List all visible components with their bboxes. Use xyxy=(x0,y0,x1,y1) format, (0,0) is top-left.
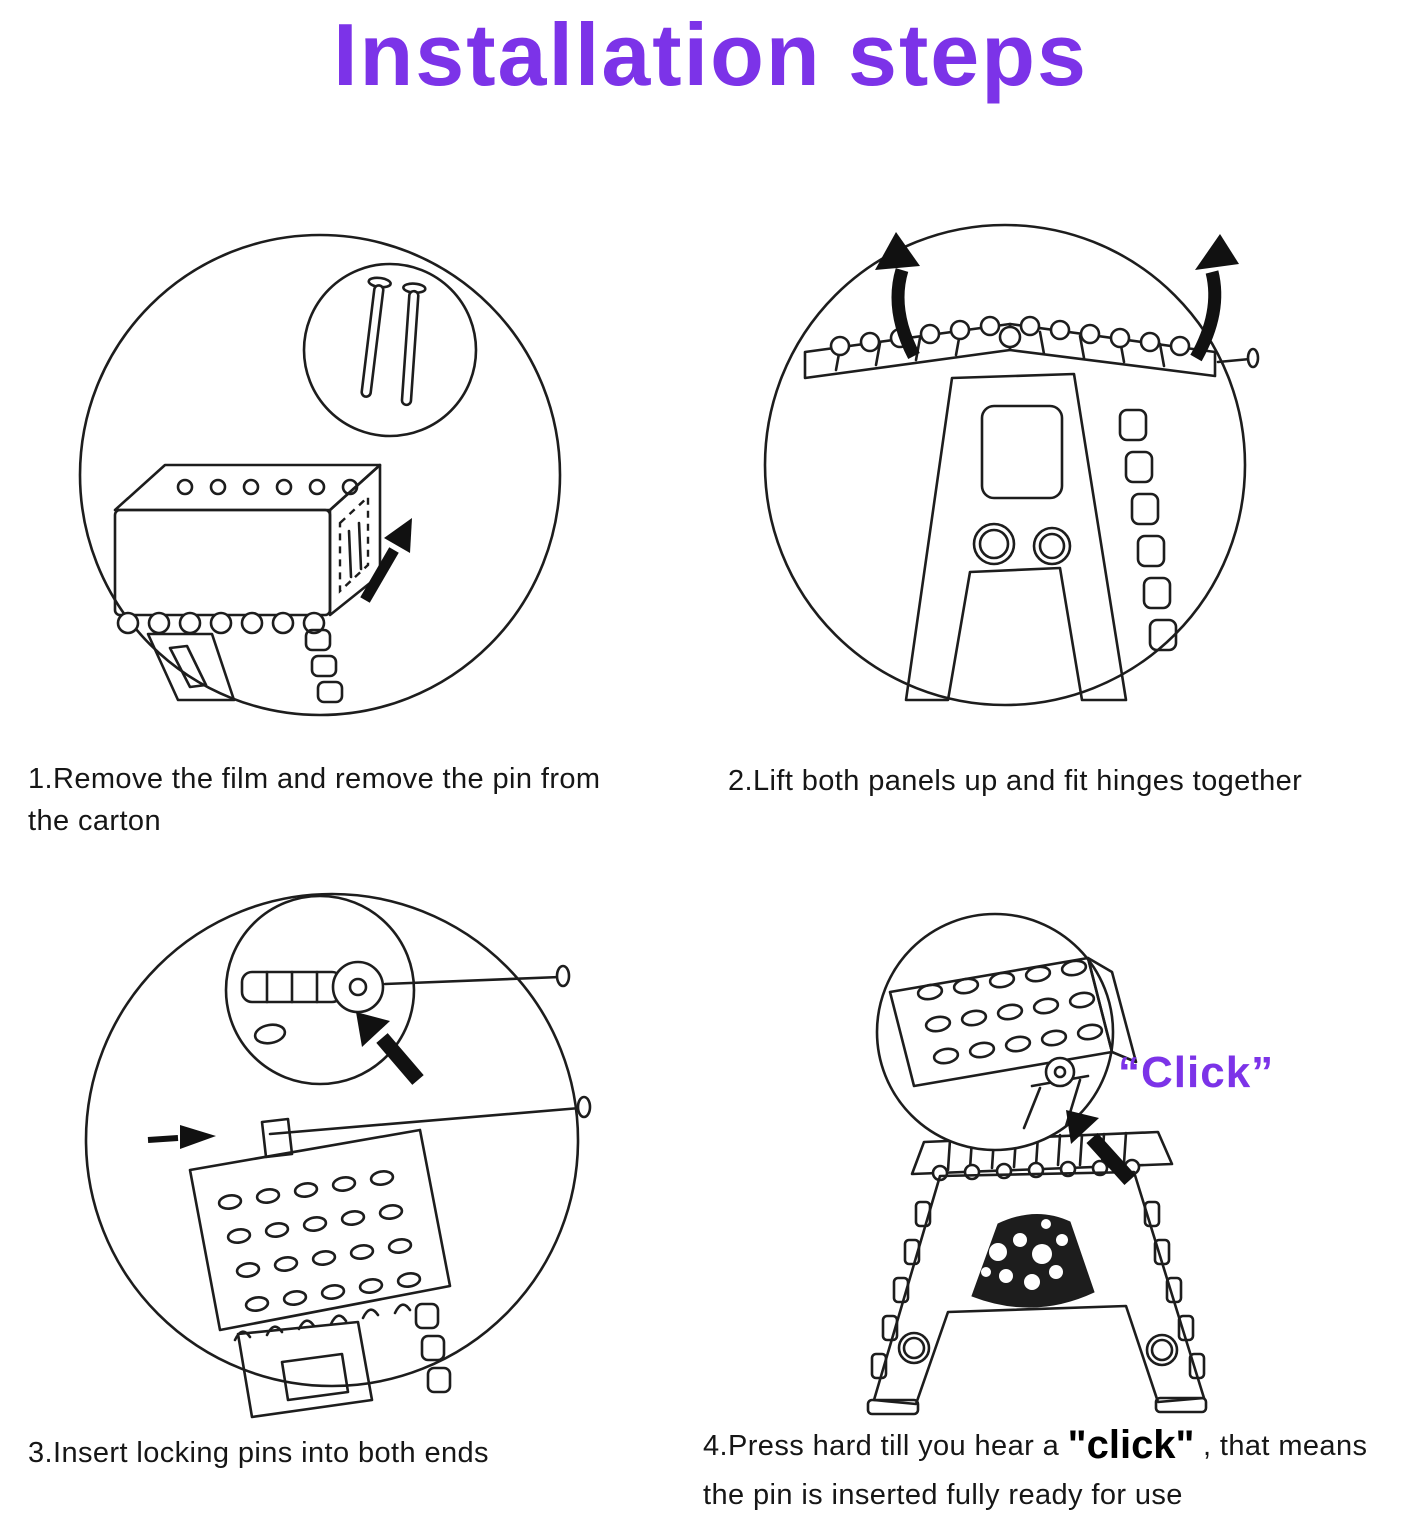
assembled-stool-drawing xyxy=(866,1130,1208,1416)
locking-pin-icon xyxy=(400,282,427,407)
step-4-caption-part1: 4.Press hard till you hear a xyxy=(703,1430,1068,1462)
up-right-arrow-icon xyxy=(360,518,412,603)
click-callout: “Click” xyxy=(1118,1048,1275,1097)
click-hinge-inset xyxy=(875,912,1138,1152)
step1-outer-circle xyxy=(78,233,562,717)
step-4-caption-click: "click" xyxy=(1067,1423,1195,1467)
step-4-caption: 4.Press hard till you hear a "click" , t… xyxy=(703,1416,1403,1516)
lift-up-arrow-icon xyxy=(1190,234,1239,362)
folded-stool-drawing xyxy=(113,463,382,704)
press-arrow-icon xyxy=(1066,1110,1136,1186)
insert-arrow-icon xyxy=(356,1012,424,1085)
step-2-illustration xyxy=(763,223,1260,707)
step-3-illustration xyxy=(84,892,592,1419)
step-4-illustration xyxy=(866,912,1208,1416)
step-1-illustration xyxy=(78,233,562,717)
step-1-caption: 1.Remove the film and remove the pin fro… xyxy=(28,763,601,838)
pebble-texture-cutout xyxy=(971,1213,1095,1308)
pin-pocket-dashed xyxy=(338,494,370,594)
lift-up-arrow-icon xyxy=(875,232,920,360)
stool-panels-drawing xyxy=(803,315,1260,702)
step-3-caption: 3.Insert locking pins into both ends xyxy=(28,1437,489,1469)
page-title: Installation steps xyxy=(333,5,1088,104)
panel-with-pin-drawing xyxy=(147,1095,592,1419)
step3-outer-circle xyxy=(84,892,580,1388)
pins-inset xyxy=(302,262,478,438)
step-2-caption: 2.Lift both panels up and fit hinges tog… xyxy=(728,765,1303,797)
step2-outer-circle xyxy=(763,223,1247,707)
locking-pin-icon xyxy=(360,276,392,398)
